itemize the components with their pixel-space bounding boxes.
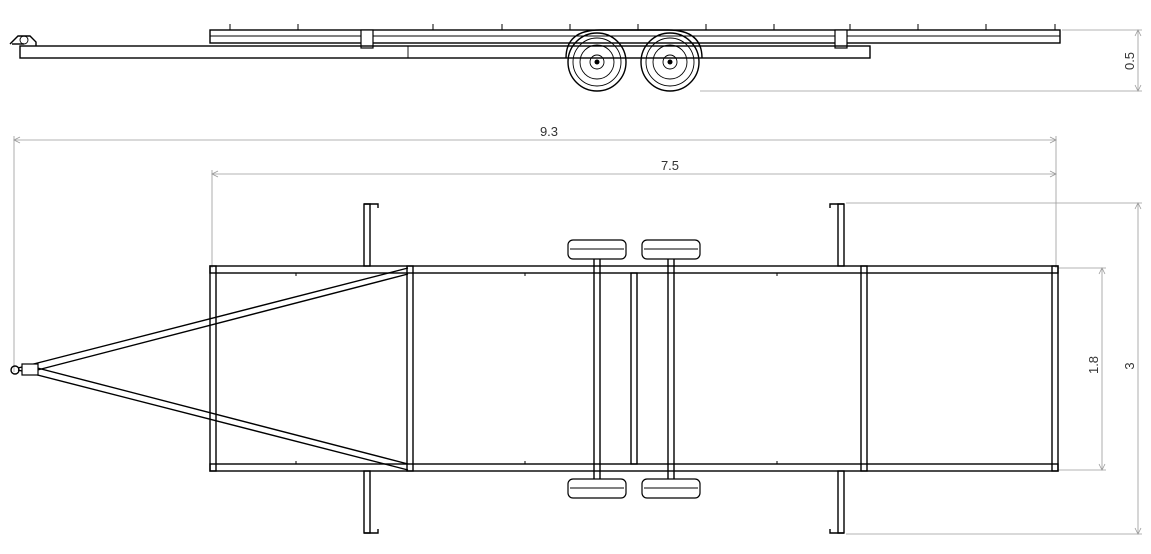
- a-frame-tongue: [10, 267, 409, 471]
- side-frame-beam: [19, 45, 871, 59]
- overall-width-label: 3: [1122, 362, 1137, 369]
- side-deck-ticks: [229, 24, 1056, 30]
- tire-front-top: [567, 239, 627, 260]
- side-fender: [565, 29, 703, 59]
- dimension-height: 0.5: [700, 29, 1142, 92]
- cross-member: [860, 265, 868, 472]
- top-view: [10, 203, 1059, 534]
- side-wheel-front: [567, 32, 627, 92]
- tire-rear-top: [641, 239, 701, 260]
- tire-rear-bottom: [641, 478, 701, 499]
- side-view: [9, 24, 1061, 92]
- side-deck-rail: [209, 29, 1061, 44]
- side-wheel-rear: [640, 32, 700, 92]
- top-frame-right-rail: [209, 463, 1059, 472]
- cross-member: [406, 265, 414, 472]
- dimension-overall-width: 3: [846, 202, 1142, 535]
- dimension-overall-length: 9.3: [13, 124, 1057, 372]
- axle-front: [593, 257, 601, 481]
- hitch-ball: [10, 365, 20, 375]
- height-label: 0.5: [1122, 52, 1137, 70]
- axle-rear: [667, 257, 675, 481]
- hitch-coupler: [9, 35, 37, 46]
- overall-length-label: 9.3: [540, 124, 558, 139]
- cross-member: [630, 272, 638, 465]
- deck-length-label: 7.5: [661, 158, 679, 173]
- tire-front-bottom: [567, 478, 627, 499]
- dimension-deck-length: 7.5: [211, 158, 1057, 268]
- top-frame-left-rail: [209, 265, 1059, 274]
- frame-width-label: 1.8: [1086, 356, 1101, 374]
- outriggers: [363, 203, 845, 534]
- rail-ticks: [295, 273, 778, 464]
- dimension-frame-width: 1.8: [1058, 267, 1106, 471]
